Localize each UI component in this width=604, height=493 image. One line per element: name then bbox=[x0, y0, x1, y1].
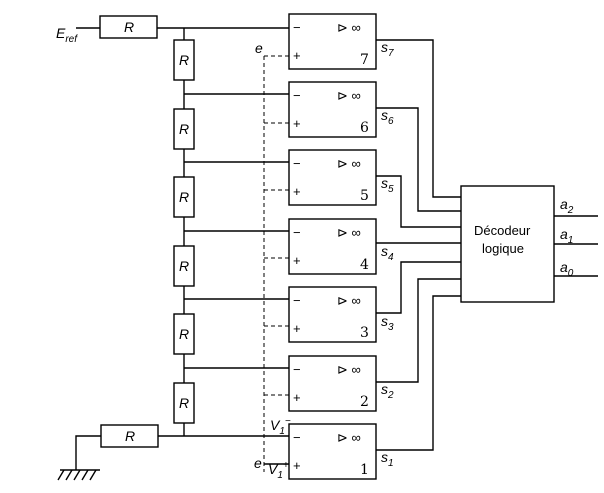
svg-text:⊳ ∞: ⊳ ∞ bbox=[337, 20, 361, 35]
svg-text:2: 2 bbox=[360, 394, 369, 410]
resistor-ladder-6: R bbox=[173, 382, 195, 424]
svg-text:−: − bbox=[293, 362, 301, 377]
svg-text:R: R bbox=[125, 428, 135, 444]
svg-text:−: − bbox=[293, 156, 301, 171]
resistor-ladder-4: R bbox=[173, 245, 195, 287]
output-s7-label: s7 bbox=[381, 39, 394, 59]
resistor-ladder-2: R bbox=[173, 108, 195, 150]
svg-text:⊳ ∞: ⊳ ∞ bbox=[337, 362, 361, 377]
svg-text:+: + bbox=[293, 184, 301, 199]
svg-text:5: 5 bbox=[360, 188, 369, 204]
comparator-7: − + ⊳ ∞ 7 bbox=[288, 13, 377, 70]
svg-text:+: + bbox=[293, 458, 301, 473]
svg-text:+: + bbox=[293, 321, 301, 336]
svg-text:⊳ ∞: ⊳ ∞ bbox=[337, 225, 361, 240]
output-a2-label: a2 bbox=[560, 196, 574, 216]
v1-minus-label: V1− bbox=[270, 416, 291, 437]
svg-text:−: − bbox=[293, 293, 301, 308]
resistor-ladder-1: R bbox=[173, 39, 195, 81]
decoder-label-line1: Décodeur bbox=[474, 223, 531, 238]
svg-text:R: R bbox=[179, 258, 189, 274]
svg-text:⊳ ∞: ⊳ ∞ bbox=[337, 156, 361, 171]
resistor-ref: R bbox=[99, 15, 158, 39]
resistor-ladder-5: R bbox=[173, 313, 195, 355]
input-e-bottom-label: e bbox=[254, 455, 262, 471]
svg-text:−: − bbox=[293, 225, 301, 240]
svg-text:4: 4 bbox=[360, 257, 369, 273]
reference-source: Eref bbox=[56, 25, 100, 45]
decoder-label-line2: logique bbox=[482, 241, 524, 256]
output-s1-label: s1 bbox=[381, 449, 394, 469]
output-a0-label: a0 bbox=[560, 259, 574, 279]
comparator-4: − + ⊳ ∞ 4 bbox=[288, 218, 377, 275]
svg-text:+: + bbox=[293, 48, 301, 63]
output-s2-label: s2 bbox=[381, 381, 394, 401]
svg-text:R: R bbox=[179, 189, 189, 205]
svg-text:⊳ ∞: ⊳ ∞ bbox=[337, 88, 361, 103]
resistor-ref-label: R bbox=[124, 19, 134, 35]
resistor-ladder-3: R bbox=[173, 176, 195, 218]
output-s5-label: s5 bbox=[381, 175, 394, 195]
svg-text:⊳ ∞: ⊳ ∞ bbox=[337, 430, 361, 445]
svg-text:⊳ ∞: ⊳ ∞ bbox=[337, 293, 361, 308]
input-e-top-label: e bbox=[255, 40, 263, 56]
svg-text:1: 1 bbox=[360, 462, 369, 478]
svg-text:+: + bbox=[293, 253, 301, 268]
svg-text:R: R bbox=[179, 326, 189, 342]
output-s6-label: s6 bbox=[381, 107, 394, 127]
svg-text:+: + bbox=[293, 390, 301, 405]
comparator-2: − + ⊳ ∞ 2 bbox=[288, 355, 377, 412]
svg-text:R: R bbox=[179, 395, 189, 411]
ground-symbol bbox=[57, 469, 100, 481]
output-s3-label: s3 bbox=[381, 313, 394, 333]
svg-text:−: − bbox=[293, 20, 301, 35]
comparator-1: − + ⊳ ∞ 1 bbox=[288, 423, 377, 480]
svg-text:7: 7 bbox=[360, 52, 369, 68]
eref-label: Eref bbox=[56, 25, 78, 45]
svg-text:R: R bbox=[179, 52, 189, 68]
svg-text:+: + bbox=[293, 116, 301, 131]
svg-text:R: R bbox=[179, 121, 189, 137]
comparator-6: − + ⊳ ∞ 6 bbox=[288, 81, 377, 138]
logic-decoder: Décodeur logique bbox=[460, 185, 555, 303]
comparator-3: − + ⊳ ∞ 3 bbox=[288, 286, 377, 343]
resistor-bottom: R bbox=[100, 424, 159, 448]
v1-plus-label: V1+ bbox=[268, 460, 289, 481]
svg-text:3: 3 bbox=[360, 325, 369, 341]
output-s4-label: s4 bbox=[381, 243, 394, 263]
svg-text:6: 6 bbox=[360, 120, 369, 136]
comparator-5: − + ⊳ ∞ 5 bbox=[288, 149, 377, 206]
output-a1-label: a1 bbox=[560, 226, 573, 246]
svg-text:−: − bbox=[293, 430, 301, 445]
svg-text:−: − bbox=[293, 88, 301, 103]
